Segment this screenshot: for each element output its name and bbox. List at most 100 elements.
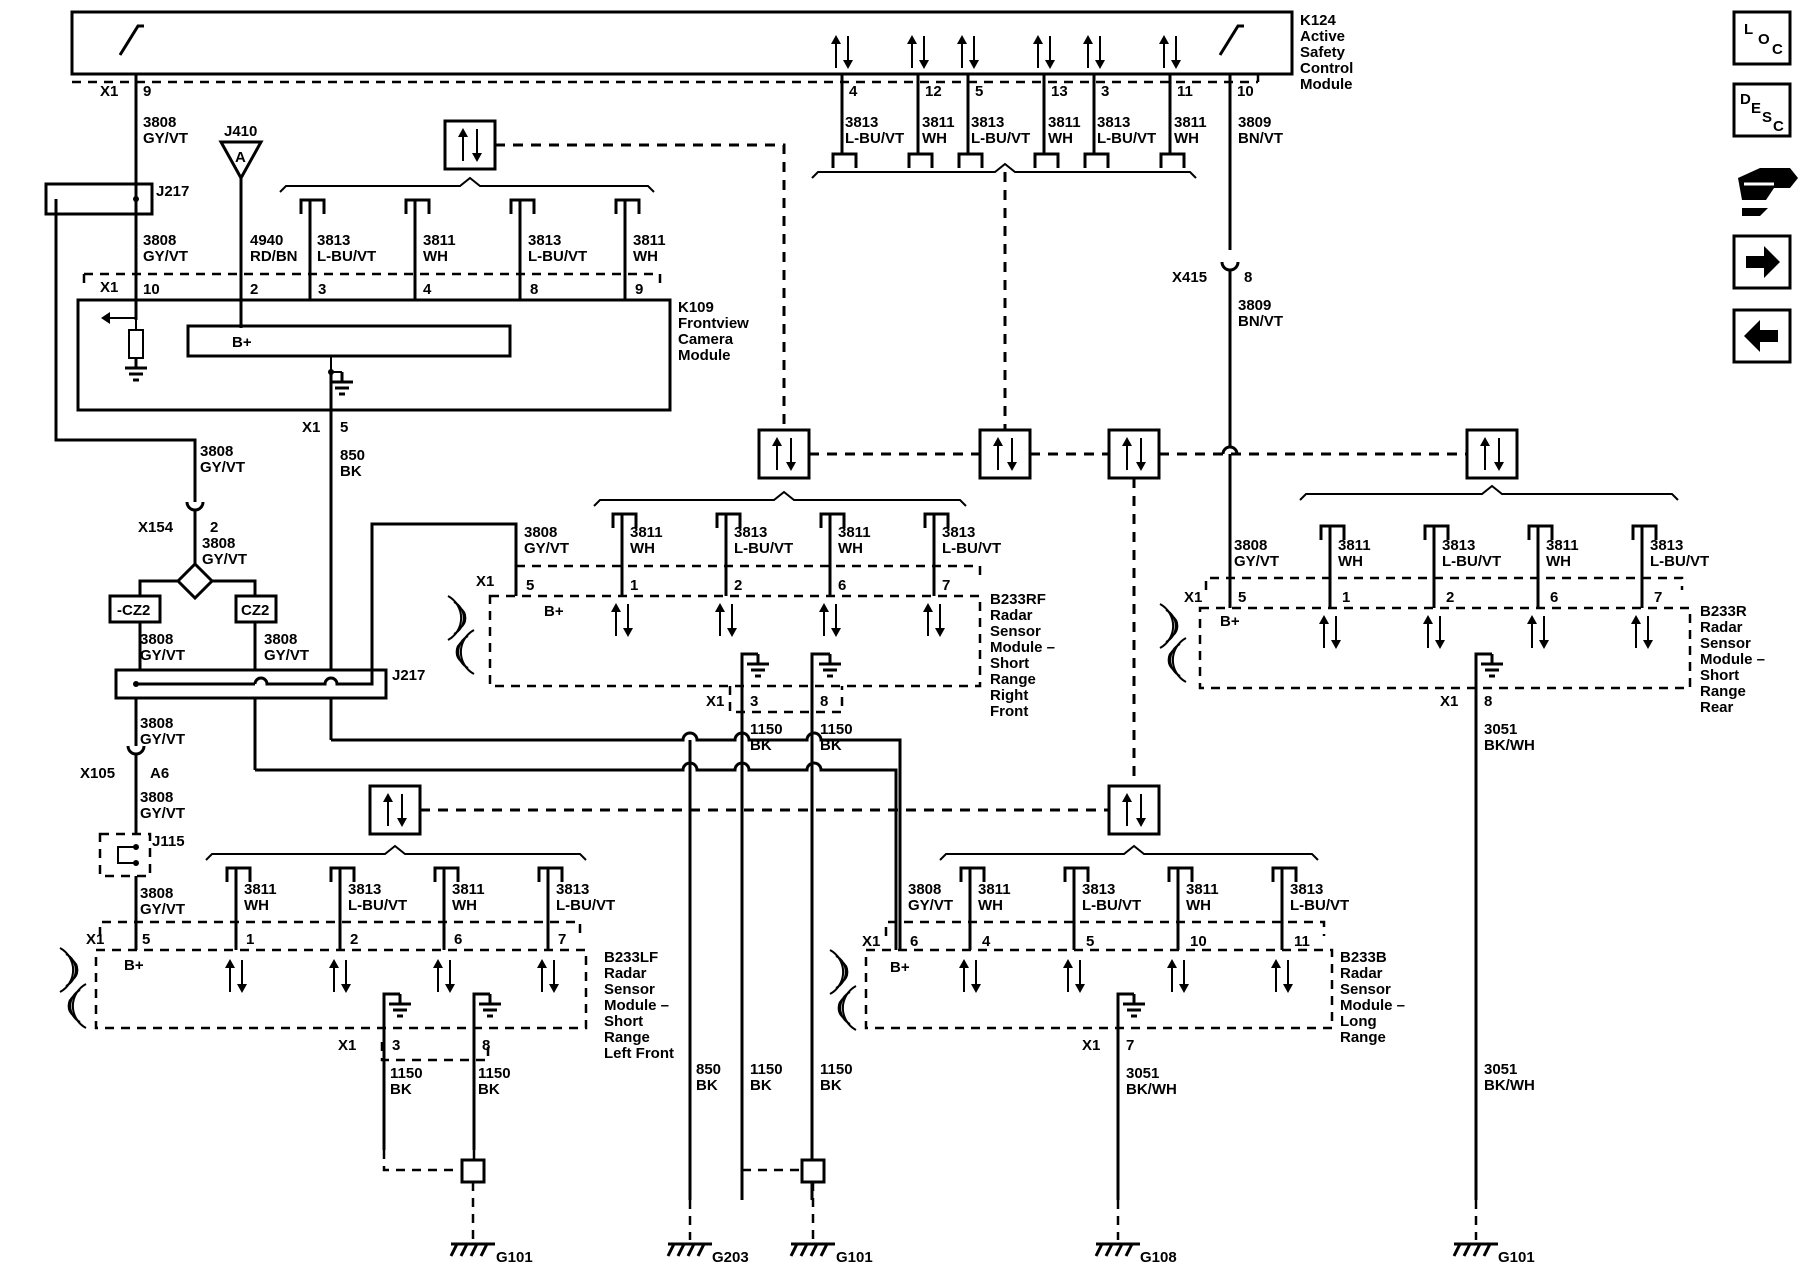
k109-pin: 8: [530, 281, 538, 298]
wire-color: RD/BN: [250, 248, 298, 265]
b233rf-gnd-pin: 3: [750, 693, 758, 710]
k124-wire-color: WH: [1048, 130, 1073, 147]
k124-x1: X1: [100, 83, 118, 100]
b233rf-x1: X1: [476, 573, 494, 590]
loc-button[interactable]: L O C: [1732, 10, 1792, 66]
k124-wire-color: L-BU/VT: [845, 130, 904, 147]
wire-code: 3051: [1484, 1061, 1517, 1078]
b233lf-label-6: Range: [604, 1029, 650, 1046]
b233b-pin: 11: [1294, 933, 1310, 950]
j217-shield: J217 3808 GY/VT: [114, 522, 518, 770]
k124-wire-color: WH: [922, 130, 947, 147]
wire-color: WH: [1546, 553, 1571, 570]
wire-color: GY/VT: [140, 805, 185, 822]
wire-color: BN/VT: [1238, 130, 1283, 147]
b233b-label-2: Radar: [1340, 965, 1383, 982]
k109-x1: X1: [100, 279, 118, 296]
wire-code: 3811: [630, 524, 663, 541]
x105-j115: X105 A6 3808 GY/VT J115 3808 GY/VT: [80, 745, 185, 950]
b233r-label-2: Radar: [1700, 619, 1743, 636]
k109-pin: 4: [423, 281, 432, 298]
wire-color: GY/VT: [908, 897, 953, 914]
b233b-gnd-x1: X1: [1082, 1037, 1100, 1054]
k124-wire-code: 3811: [1174, 114, 1207, 131]
wire-code: 3051: [1126, 1065, 1159, 1082]
k124-wire-color: L-BU/VT: [1097, 130, 1156, 147]
b233rf-label-3: Sensor: [990, 623, 1041, 640]
j217-label: J217: [156, 183, 189, 200]
arrow-right-icon: [1746, 246, 1780, 278]
b233r-pin: 2: [1446, 589, 1454, 606]
wire-color: L-BU/VT: [1290, 897, 1349, 914]
k124-wire-code: 3811: [1048, 114, 1081, 131]
cz2-left: -CZ2: [117, 602, 150, 619]
loc-letter: C: [1772, 41, 1783, 58]
k124-label-4: Control: [1300, 60, 1353, 77]
wire-code: 4940: [250, 232, 283, 249]
b233rf-label-5: Short: [990, 655, 1029, 672]
wire-code: 3811: [1186, 881, 1219, 898]
wire-3808-trunk: 3808 GY/VT J217 3808 GY/VT: [44, 74, 197, 502]
k109-bplus: B+: [232, 334, 252, 351]
loc-letter: L: [1744, 21, 1753, 38]
k124-pin: 11: [1177, 83, 1193, 100]
b233lf-label-7: Left Front: [604, 1045, 674, 1062]
wire-color: GY/VT: [524, 540, 569, 557]
wire-color: BK/WH: [1126, 1081, 1177, 1098]
k124-pin: 4: [849, 83, 858, 100]
wire-code: 3808: [143, 232, 176, 249]
wire-code: 3808: [524, 524, 557, 541]
b233b-module: B+ B233B Radar Sensor Module – Long Rang…: [829, 844, 1405, 1200]
desc-button[interactable]: D E S C: [1732, 82, 1792, 138]
k109-label-3: Camera: [678, 331, 734, 348]
k124-pin: 9: [143, 83, 151, 100]
b233b-bplus: B+: [890, 959, 910, 976]
wire-color: WH: [838, 540, 863, 557]
wire-color: BK: [820, 737, 842, 754]
prev-page-button[interactable]: [1732, 308, 1792, 364]
x154-splice: -CZ2 CZ2 3808 GY/VT X154 2 3808 GY/VT 38…: [108, 443, 309, 670]
wire-code: 3808: [200, 443, 233, 460]
wire-color: WH: [630, 540, 655, 557]
wire-color: GY/VT: [140, 647, 185, 664]
wire-code: 3811: [423, 232, 456, 249]
j217-label: J217: [392, 667, 425, 684]
wire-code: 1150: [820, 721, 853, 738]
b233b-label-1: B233B: [1340, 949, 1387, 966]
b233r-label-3: Sensor: [1700, 635, 1751, 652]
b233lf-bplus: B+: [124, 957, 144, 974]
next-page-button[interactable]: [1732, 234, 1792, 290]
x154-label: X154: [138, 519, 174, 536]
b233b-label-6: Range: [1340, 1029, 1386, 1046]
b233r-pin: 5: [1238, 589, 1246, 606]
wire-code: 3808: [202, 535, 235, 552]
wire-code: 3808: [140, 631, 173, 648]
b233lf-label-2: Radar: [604, 965, 647, 982]
b233b-gnd-pin: 7: [1126, 1037, 1134, 1054]
k124-pin: 13: [1051, 83, 1068, 100]
ground-label: G101: [1498, 1249, 1535, 1266]
x415-pin: 8: [1244, 269, 1252, 286]
wire-code: 3808: [908, 881, 941, 898]
k109-pin: 3: [318, 281, 326, 298]
b233rf-label-1: B233RF: [990, 591, 1046, 608]
j410-label: J410: [224, 123, 257, 140]
b233rf-bplus: B+: [544, 603, 564, 620]
wire-color: L-BU/VT: [1650, 553, 1709, 570]
b233r-module: B+ B233R Radar Sensor Module – Short Ran…: [1159, 484, 1765, 1200]
k109-module: B+ K109 Frontview Camera Module X1 10 2 …: [76, 176, 749, 670]
b233b-x1: X1: [862, 933, 880, 950]
b233b-pin: 10: [1190, 933, 1207, 950]
k124-label-2: Active: [1300, 28, 1345, 45]
wire-color: WH: [978, 897, 1003, 914]
wire-code: 3811: [452, 881, 485, 898]
wire-code: 1150: [820, 1061, 853, 1078]
b233b-label-5: Long: [1340, 1013, 1377, 1030]
wire-color: L-BU/VT: [1442, 553, 1501, 570]
cz2-right: CZ2: [241, 602, 269, 619]
k124-data-wires: 3813 L-BU/VT 3811 WH 3813 L-BU/VT 3811 W…: [811, 74, 1207, 440]
wire-color: L-BU/VT: [1082, 897, 1141, 914]
b233r-bplus: B+: [1220, 613, 1240, 630]
desc-letter: D: [1740, 91, 1751, 108]
connector-hand-icon[interactable]: [1738, 168, 1798, 216]
